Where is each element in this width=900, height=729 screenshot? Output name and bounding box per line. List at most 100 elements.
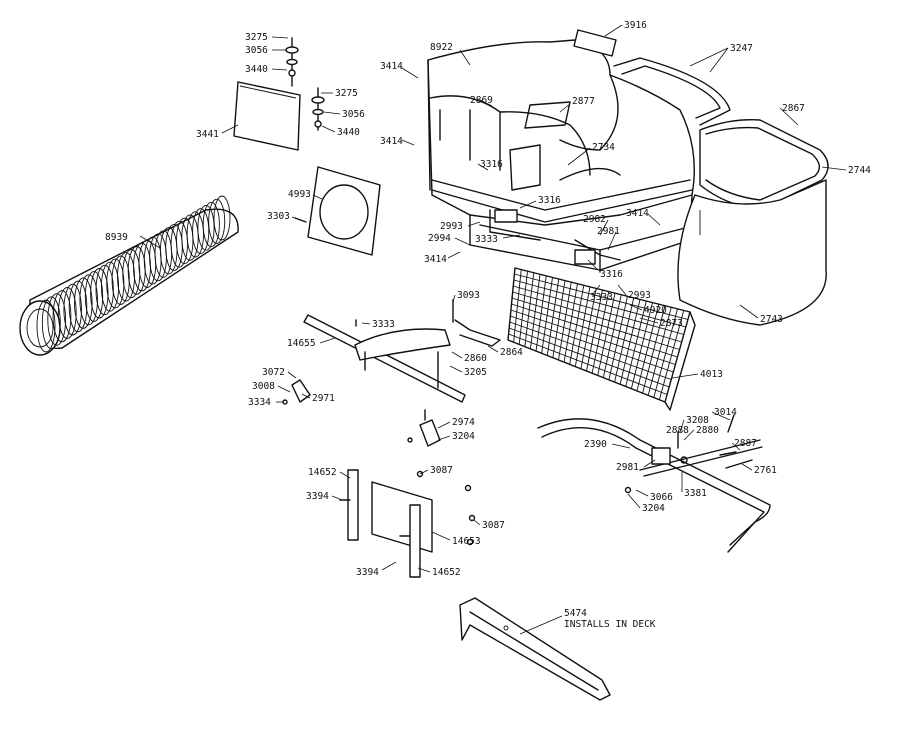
callout-3204-right: 3204 (642, 503, 665, 514)
hose-rib (149, 233, 167, 282)
callout-3087-upper: 3087 (430, 465, 453, 476)
callout-4920: 4920 (644, 305, 667, 316)
callout-3008: 3008 (252, 381, 275, 392)
hose-rib (117, 252, 135, 302)
hose-rib (90, 268, 109, 319)
callout-3316-lower: 3316 (600, 269, 623, 280)
decal-3916 (573, 29, 617, 57)
hose-rib (165, 223, 183, 272)
callout-3414-lower: 3414 (424, 254, 447, 265)
callout-3414-right: 3414 (626, 208, 649, 219)
hose-rib (138, 239, 157, 288)
screen-mesh-line (510, 309, 676, 365)
callout-2888: 2888 (666, 425, 689, 436)
callout-installs-in-deck: INSTALLS IN DECK (564, 619, 656, 630)
callout-3204-left: 3204 (452, 431, 475, 442)
hose-rib (127, 246, 146, 295)
callout-3440-top: 3440 (245, 64, 268, 75)
bracket-14655 (303, 299, 501, 403)
handle-3247 (613, 57, 731, 126)
hose-rib (68, 280, 88, 333)
callout-2993-right: 2993 (628, 290, 651, 301)
hose-rib (57, 286, 77, 339)
callout-2761: 2761 (754, 465, 777, 476)
callout-3414-upper: 3414 (380, 61, 403, 72)
frame-2993 (469, 194, 693, 273)
callout-3056-right: 3056 (342, 109, 365, 120)
callout-8922: 8922 (430, 42, 453, 53)
callout-14652-upper: 14652 (308, 467, 337, 478)
post-assembly-14652-14653 (339, 469, 476, 578)
callout-3303: 3303 (267, 211, 290, 222)
callout-3333-bracket: 3333 (372, 319, 395, 330)
bag-frame-2744 (699, 119, 829, 211)
screen-mesh-line (514, 273, 689, 320)
callout-3394-upper: 3394 (306, 491, 329, 502)
hose-rib (213, 195, 231, 241)
rod-2390 (537, 414, 771, 553)
callout-2880: 2880 (696, 425, 719, 436)
hose-rib (41, 296, 61, 350)
hose-rib (154, 230, 173, 278)
hose-rib (181, 214, 199, 261)
hose-rib (192, 208, 210, 255)
callout-14655: 14655 (287, 338, 316, 349)
screen-mesh-line (513, 285, 684, 335)
plate-3441 (233, 81, 301, 151)
callout-3333-upper: 3333 (475, 234, 498, 245)
callout-3247: 3247 (730, 43, 753, 54)
hardware-stack-left (285, 37, 325, 131)
callout-3916: 3916 (624, 20, 647, 31)
grass-bag-2743 (677, 179, 827, 326)
hose-rib (52, 290, 72, 343)
hose-rib (176, 217, 194, 265)
leader-lines (139, 24, 847, 635)
screen-mesh-line (509, 327, 670, 388)
hose-rib (63, 283, 82, 336)
callout-2974: 2974 (452, 417, 475, 428)
callout-2982: 2982 (583, 214, 606, 225)
callout-labels: 3275 3056 3440 3275 3056 3440 3441 3414 … (105, 20, 871, 630)
screen-mesh-line (508, 333, 668, 395)
callout-2993-left: 2993 (440, 221, 463, 232)
screen-4920 (507, 267, 696, 411)
callout-2981-lower: 2981 (616, 462, 639, 473)
hose-rib (208, 198, 226, 244)
callout-2887: 2887 (734, 438, 757, 449)
callout-3066: 3066 (650, 492, 673, 503)
hose-rib (170, 220, 188, 268)
callout-3275-right: 3275 (335, 88, 358, 99)
screen-mesh-line (511, 297, 680, 350)
screen-mesh-line (511, 303, 678, 358)
hose-rib (95, 264, 114, 316)
callout-2971: 2971 (312, 393, 335, 404)
callout-3072: 3072 (262, 367, 285, 378)
callout-4013: 4013 (700, 369, 723, 380)
callout-3441: 3441 (196, 129, 219, 140)
deck-bracket-5474 (459, 597, 611, 701)
hose-rib (159, 227, 178, 275)
hose-rib (133, 242, 151, 292)
hose-rib (197, 204, 215, 251)
callout-3093: 3093 (457, 290, 480, 301)
hose-8939 (19, 195, 239, 356)
callout-3440-right: 3440 (337, 127, 360, 138)
hose-rib (36, 299, 56, 353)
callout-2860: 2860 (464, 353, 487, 364)
screen-mesh-line (513, 279, 686, 328)
callout-2877: 2877 (572, 96, 595, 107)
hose-rib (79, 274, 98, 326)
callout-3208: 3208 (686, 415, 709, 426)
hose-rib (186, 211, 204, 258)
callout-3275-top: 3275 (245, 32, 268, 43)
hose-rib (47, 293, 67, 346)
hose-rib (74, 277, 93, 329)
callout-2390: 2390 (584, 439, 607, 450)
screen-mesh-line (512, 291, 682, 343)
callout-3414-mid: 3414 (380, 136, 403, 147)
callout-3316-center: 3316 (538, 195, 561, 206)
screen-mesh-line (509, 321, 672, 380)
callout-5474: 5474 (564, 608, 587, 619)
